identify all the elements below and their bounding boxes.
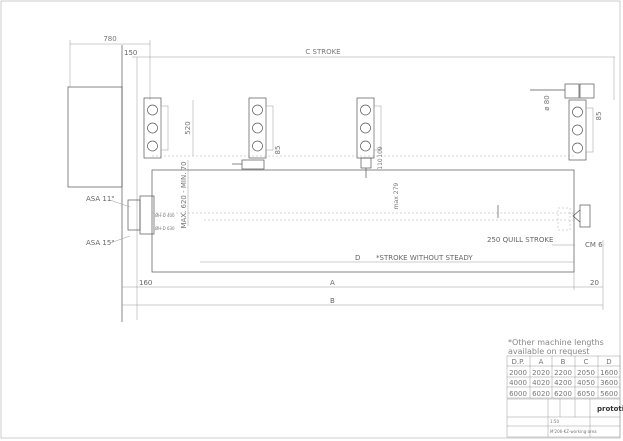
- table-cell: 2050: [577, 369, 595, 377]
- company-logo: prototipo: [597, 405, 623, 413]
- tailstock: [557, 204, 591, 231]
- c-stroke-label: C STROKE: [305, 48, 340, 56]
- table-cell: 6050: [577, 390, 595, 398]
- table-cell: 5600: [600, 390, 618, 398]
- dim-20: 20: [590, 279, 599, 287]
- table-cell: 4020: [532, 379, 550, 387]
- turret-2: [232, 97, 274, 170]
- table-header: D.P.: [512, 358, 525, 366]
- dim-109: 109: [377, 146, 384, 158]
- dim-85-b: 85: [595, 112, 603, 121]
- headstock: [67, 86, 123, 188]
- b-label: B: [330, 297, 335, 305]
- turret-4: [530, 83, 595, 161]
- table-cell: 4000: [509, 379, 527, 387]
- table-header: D: [606, 358, 611, 366]
- table-note-1: *Other machine lengths: [508, 338, 604, 347]
- title-block: prototipo 1:50 M'206-KZ-working-area: [506, 398, 623, 438]
- table-row: 6000 6020 6200 6050 5600: [509, 390, 618, 398]
- dim-85-a: 85: [274, 146, 282, 155]
- chuck-dia-630: ØH-D 630: [155, 226, 175, 231]
- table-cell: 2000: [509, 369, 527, 377]
- quill-stroke-label: 250 QUILL STROKE: [487, 236, 553, 244]
- chuck-dia-400: ØH-D 400: [155, 213, 175, 218]
- d-label: D: [355, 254, 360, 262]
- cm6-label: CM 6: [585, 241, 603, 249]
- table-cell: 2020: [532, 369, 550, 377]
- a-label: A: [330, 279, 335, 287]
- turret-1: [143, 97, 169, 159]
- dim-phi-80: ø 80: [543, 95, 551, 110]
- dim-150: 150: [124, 49, 137, 57]
- table-cell: 3600: [600, 379, 618, 387]
- dim-780: 780: [103, 35, 116, 43]
- table-cell: 2200: [554, 369, 572, 377]
- dim-max-min: MAX. 620 - MIN. 70: [180, 161, 188, 228]
- lengths-table: D.P. A B C D 2000 2020 2200 2050 1600 40…: [506, 355, 621, 399]
- turret-3: [356, 97, 382, 178]
- table-cell: 6200: [554, 390, 572, 398]
- table-header: B: [561, 358, 566, 366]
- table-note-2: available on request: [508, 347, 590, 356]
- table-cell: 6000: [509, 390, 527, 398]
- dim-max-279: max 279: [393, 183, 400, 210]
- table-cell: 4050: [577, 379, 595, 387]
- table-cell: 6020: [532, 390, 550, 398]
- table-cell: 1600: [600, 369, 618, 377]
- scale: 1:50: [550, 419, 559, 424]
- dim-110: 110: [377, 158, 384, 170]
- table-row: 4000 4020 4200 4050 3600: [509, 379, 618, 387]
- dim-520: 520: [184, 121, 192, 134]
- machine-bed: [151, 169, 575, 273]
- dim-160: 160: [139, 279, 152, 287]
- table-cell: 4200: [554, 379, 572, 387]
- stroke-without-steady-label: *STROKE WITHOUT STEADY: [376, 254, 473, 262]
- asa-15-label: ASA 15": [86, 239, 115, 247]
- asa-11-label: ASA 11": [86, 195, 115, 203]
- table-row: 2000 2020 2200 2050 1600: [509, 369, 618, 377]
- table-header: A: [539, 358, 544, 366]
- drawing-name: M'206-KZ-working-area: [550, 429, 597, 434]
- table-header: C: [584, 358, 589, 366]
- chuck: [127, 195, 155, 235]
- driven-tool: [241, 159, 265, 170]
